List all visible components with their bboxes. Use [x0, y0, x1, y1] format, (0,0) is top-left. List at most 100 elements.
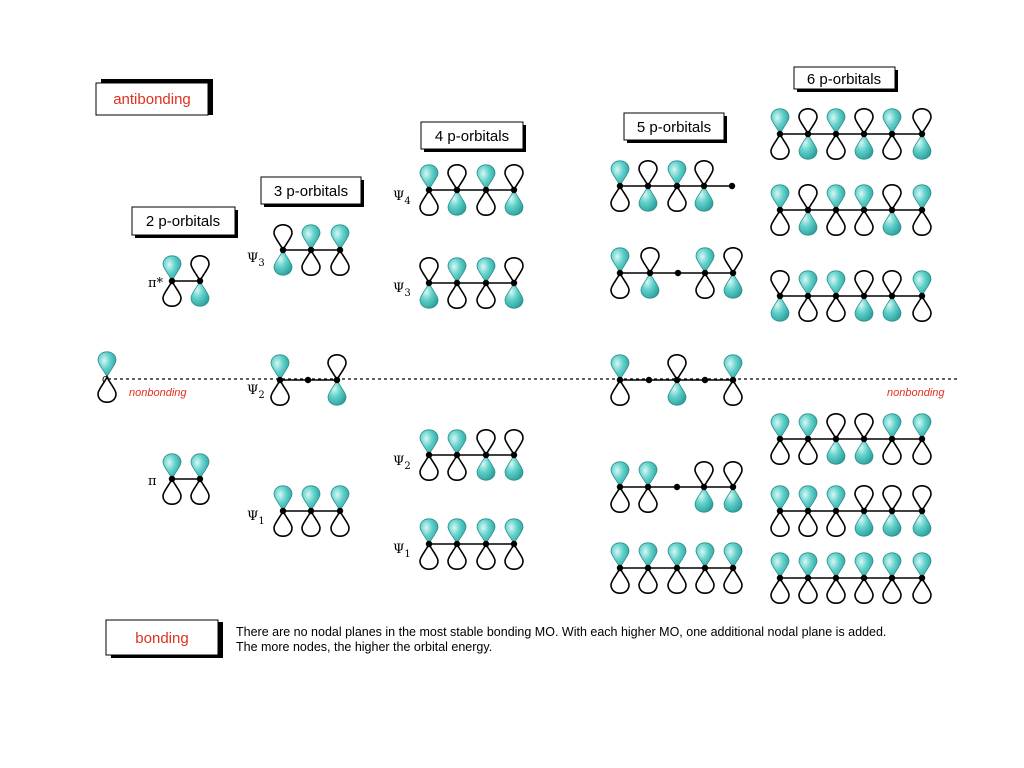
upper-lobe: [912, 270, 932, 298]
carbon-p-orbital: [97, 351, 117, 403]
lower-lobe: [882, 509, 902, 537]
g2-pistar-atom-2: [196, 277, 204, 285]
upper-lobe: [667, 542, 687, 570]
g2-pistar-atom-1: [168, 277, 176, 285]
g6-mo5-atom-2: [804, 206, 812, 214]
lower-lobe: [504, 453, 524, 481]
g6-mo3-atom-1: [776, 435, 784, 443]
g6-mo4-orbital-3: [826, 270, 846, 322]
upper-lobe: [770, 184, 790, 212]
lower-lobe: [694, 485, 714, 513]
lower-lobe: [723, 565, 743, 594]
lower-lobe: [798, 208, 818, 236]
g4-psi3-atom-3: [482, 279, 490, 287]
g6-mo6-orbital-4: [854, 108, 874, 160]
g6-mo6-atom-2: [804, 130, 812, 138]
g6-mo1-atom-2: [804, 574, 812, 582]
g6-mo6-orbital-2: [798, 108, 818, 160]
group-label-3: 3 p-orbitals: [274, 183, 348, 200]
lower-lobe: [798, 508, 818, 537]
g5-mo5-orbital-3: [667, 160, 687, 212]
g5-mo5-atom-4: [700, 182, 708, 190]
upper-lobe: [882, 485, 902, 514]
g2-pi-atom-2: [196, 475, 204, 483]
g4-psi2-atom-4: [510, 451, 518, 459]
upper-lobe: [667, 160, 687, 188]
upper-lobe: [798, 485, 818, 513]
g5-mo1-orbital-5: [723, 542, 743, 594]
lower-lobe: [162, 278, 182, 307]
lower-lobe: [327, 378, 347, 406]
g6-mo4-atom-5: [888, 292, 896, 300]
g4-psi1-atom-3: [482, 540, 490, 548]
g6-mo2-orbital-6: [912, 485, 932, 537]
g5-mo3-orbital-1: [610, 354, 630, 406]
upper-lobe: [270, 354, 290, 382]
upper-lobe: [882, 270, 902, 299]
g4-psi2-atom-3: [482, 451, 490, 459]
upper-lobe: [610, 461, 630, 489]
upper-lobe: [912, 108, 932, 137]
g4-psi4-atom-3: [482, 186, 490, 194]
lower-lobe: [770, 207, 790, 236]
lower-lobe: [854, 294, 874, 322]
g6-mo5-orbital-6: [912, 184, 932, 236]
upper-lobe: [610, 354, 630, 382]
upper-lobe: [854, 108, 874, 137]
nonbonding-label-right: nonbonding: [887, 387, 945, 399]
mo-name-psi2-3: Ψ2: [247, 383, 265, 401]
g4-psi3-orbital-1: [419, 257, 439, 309]
g5-mo4-atom-3: [701, 269, 709, 277]
g6-mo3-orbital-4: [854, 413, 874, 465]
g5-mo1-orbital-4: [695, 542, 715, 594]
mo-name-pi: π: [148, 474, 157, 489]
group-label-5: 5 p-orbitals: [637, 119, 711, 136]
lower-lobe: [912, 509, 932, 537]
upper-lobe: [667, 354, 687, 383]
g2-pistar-orbital-1: [162, 255, 182, 307]
g5-mo1-orbital-3: [667, 542, 687, 594]
upper-lobe: [912, 485, 932, 514]
upper-lobe: [273, 485, 293, 513]
lower-lobe: [854, 509, 874, 537]
lower-lobe: [190, 279, 210, 307]
g6-mo4-orbital-5: [882, 270, 902, 322]
g2-pistar-orbital-2: [190, 255, 210, 307]
g6-mo4-atom-4: [860, 292, 868, 300]
g4-psi1-orbital-1: [419, 518, 439, 570]
g5-mo2-orbital-4: [723, 461, 743, 513]
lower-lobe: [273, 508, 293, 537]
upper-lobe: [882, 413, 902, 441]
g6-mo4-orbital-1: [770, 270, 790, 322]
g5-mo2-atom-3: [700, 483, 708, 491]
g4-psi4-atom-1: [425, 186, 433, 194]
lower-lobe: [826, 293, 846, 322]
upper-lobe: [273, 224, 293, 253]
g6-mo2-orbital-1: [770, 485, 790, 537]
lower-lobe: [476, 541, 496, 570]
g6-mo5-orbital-3: [826, 184, 846, 236]
lower-lobe: [826, 508, 846, 537]
group-header-5: 5 p-orbitals: [623, 112, 727, 143]
lower-lobe: [610, 377, 630, 406]
lower-lobe: [798, 132, 818, 160]
lower-lobe: [695, 270, 715, 299]
g5-mo5-atom-3: [673, 182, 681, 190]
upper-lobe: [694, 461, 714, 490]
g5-mo4-atom-1: [616, 269, 624, 277]
g5-mo1-atom-2: [644, 564, 652, 572]
g6-mo4-atom-1: [776, 292, 784, 300]
g6-mo6-orbital-1: [770, 108, 790, 160]
g4-psi3-orbital-2: [447, 257, 467, 309]
g3-psi3-atom-3: [336, 246, 344, 254]
upper-lobe: [826, 270, 846, 298]
lower-lobe: [882, 294, 902, 322]
g6-mo6-orbital-5: [882, 108, 902, 160]
g6-mo1-atom-1: [776, 574, 784, 582]
mo-name-psi3-4: Ψ3: [393, 281, 411, 299]
upper-lobe: [723, 542, 743, 570]
upper-lobe: [854, 413, 874, 442]
g6-mo2-orbital-5: [882, 485, 902, 537]
lower-lobe: [912, 436, 932, 465]
